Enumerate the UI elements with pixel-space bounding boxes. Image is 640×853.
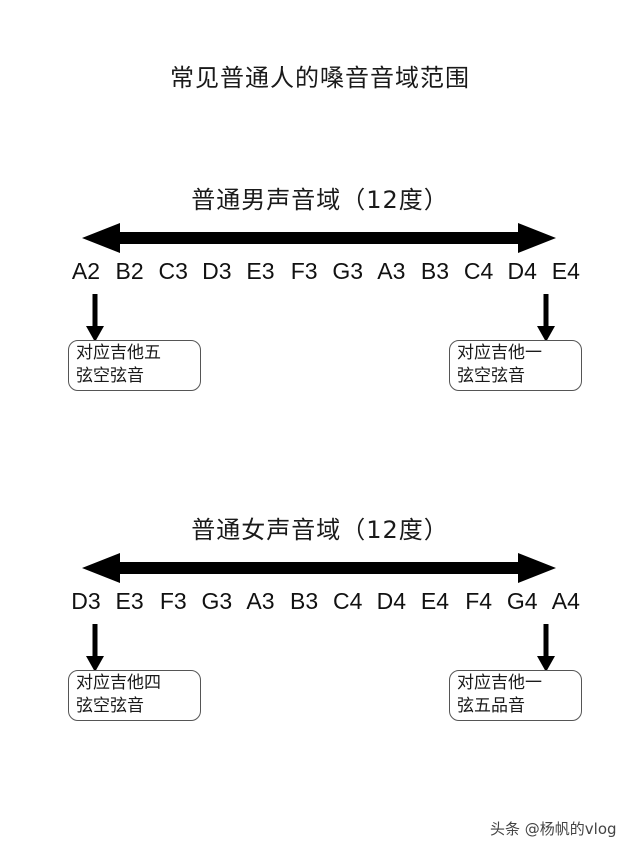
annotation-line: 弦空弦音 bbox=[457, 366, 525, 386]
high-note-annotation-box: 对应吉他一 弦五品音 bbox=[449, 670, 582, 721]
note-label: A4 bbox=[551, 588, 580, 614]
female-range-section: 普通女声音域（12度） D3 E3 F3 G3 A3 B3 C4 D4 E4 F… bbox=[0, 510, 640, 770]
male-note-list: A2 B2 C3 D3 E3 F3 G3 A3 B3 C4 D4 E4 bbox=[66, 258, 586, 285]
annotation-line: 弦空弦音 bbox=[76, 366, 144, 386]
annotation-line: 弦空弦音 bbox=[76, 696, 144, 716]
page-title: 常见普通人的嗓音音域范围 bbox=[170, 64, 470, 92]
note-label: F3 bbox=[290, 258, 318, 284]
high-note-annotation-box: 对应吉他一 弦空弦音 bbox=[449, 340, 582, 391]
note-label: B2 bbox=[115, 258, 144, 284]
note-label: G3 bbox=[201, 588, 233, 614]
male-range-section: 普通男声音域（12度） A2 B2 C3 D3 E3 F3 G3 A3 B3 C… bbox=[0, 180, 640, 440]
note-label: D3 bbox=[202, 258, 232, 284]
note-label: E3 bbox=[246, 258, 275, 284]
down-arrow-icon bbox=[86, 624, 104, 672]
range-arrow-shape bbox=[82, 553, 556, 583]
low-note-annotation-box: 对应吉他五 弦空弦音 bbox=[68, 340, 201, 391]
down-arrow-icon bbox=[537, 294, 555, 342]
down-arrow-icon bbox=[537, 624, 555, 672]
note-label: C3 bbox=[158, 258, 188, 284]
annotation-line: 对应吉他一 bbox=[457, 343, 542, 363]
watermark: 头条 @杨帆的vlog bbox=[490, 820, 617, 838]
note-label: D3 bbox=[71, 588, 101, 614]
double-arrow-icon bbox=[82, 553, 556, 583]
note-label: F4 bbox=[465, 588, 493, 614]
annotation-line: 对应吉他五 bbox=[76, 343, 161, 363]
range-arrow-shape bbox=[82, 223, 556, 253]
note-label: C4 bbox=[333, 588, 363, 614]
annotation-line: 对应吉他四 bbox=[76, 673, 161, 693]
note-label: G4 bbox=[506, 588, 538, 614]
note-label: D4 bbox=[376, 588, 407, 614]
note-label: F3 bbox=[159, 588, 187, 614]
male-range-heading: 普通男声音域（12度） bbox=[191, 186, 449, 214]
female-note-list: D3 E3 F3 G3 A3 B3 C4 D4 E4 F4 G4 A4 bbox=[66, 588, 586, 615]
note-label: E4 bbox=[420, 588, 450, 614]
note-label: G3 bbox=[332, 258, 364, 284]
female-range-heading: 普通女声音域（12度） bbox=[191, 516, 449, 544]
note-label: C4 bbox=[463, 258, 494, 284]
note-label: B3 bbox=[290, 588, 319, 614]
down-arrow-icon bbox=[86, 294, 104, 342]
annotation-line: 弦五品音 bbox=[457, 696, 525, 716]
note-label: D4 bbox=[507, 258, 537, 284]
annotation-line: 对应吉他一 bbox=[457, 673, 542, 693]
note-label: B3 bbox=[420, 258, 450, 284]
note-label: A2 bbox=[71, 258, 101, 284]
double-arrow-icon bbox=[82, 223, 556, 253]
note-label: A3 bbox=[246, 588, 275, 614]
low-note-annotation-box: 对应吉他四 弦空弦音 bbox=[68, 670, 201, 721]
note-label: E4 bbox=[551, 258, 580, 284]
note-label: E3 bbox=[115, 588, 144, 614]
note-label: A3 bbox=[377, 258, 406, 284]
